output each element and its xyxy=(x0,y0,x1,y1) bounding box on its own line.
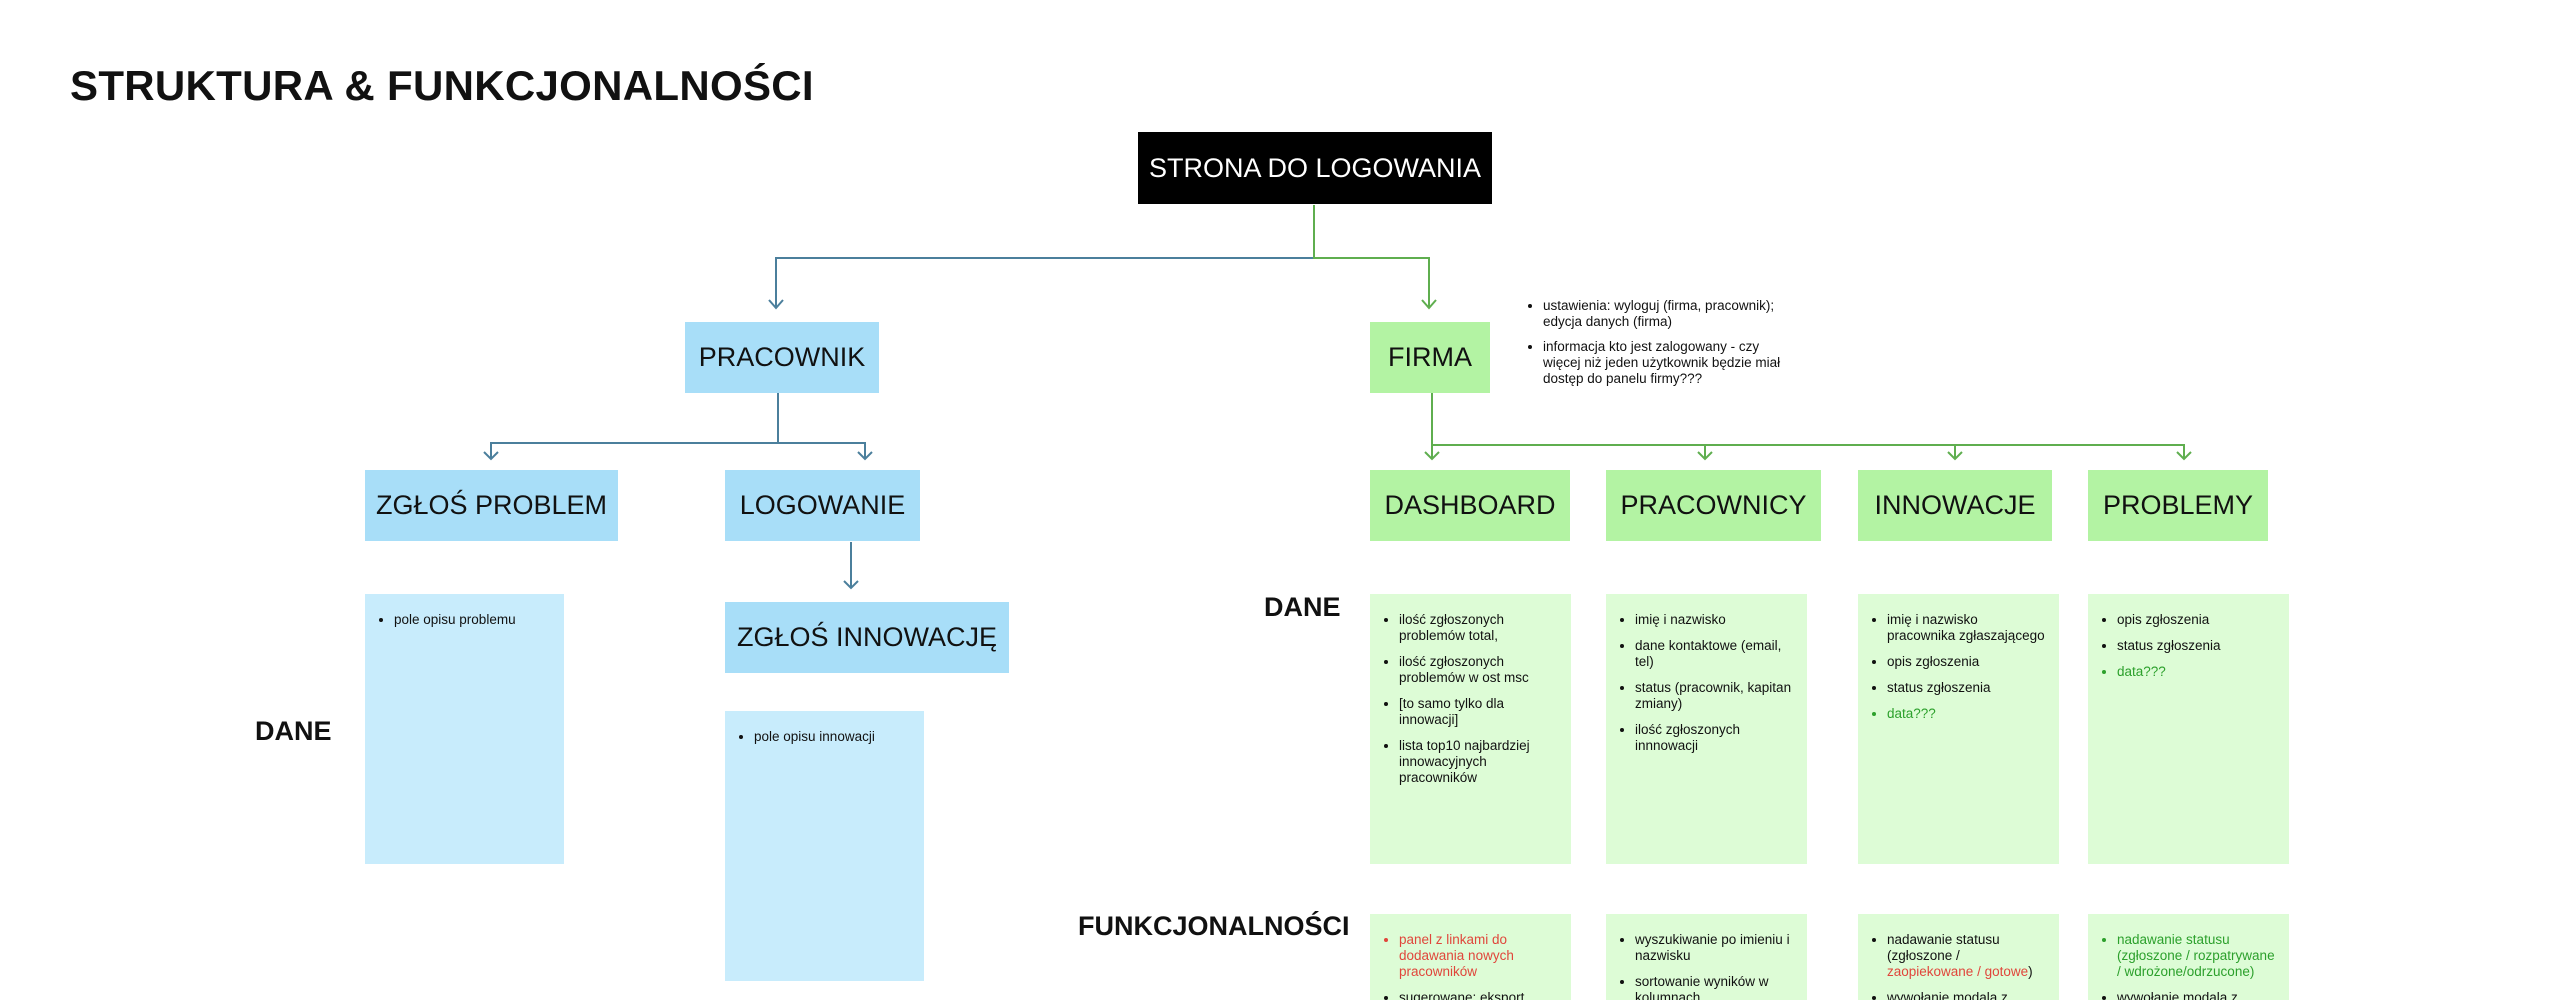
note-settings: ustawienia: wyloguj (firma, pracownik); … xyxy=(1543,298,1798,330)
company-notes: ustawienia: wyloguj (firma, pracownik); … xyxy=(1528,298,1798,396)
arrowhead-report-innovation xyxy=(843,580,859,590)
arrowhead-login xyxy=(857,451,873,461)
list-item: ilość zgłoszonych innnowacji xyxy=(1635,722,1793,754)
link-root-worker xyxy=(775,205,1315,308)
list-item: nadawanie statusu (zgłoszone / rozpatryw… xyxy=(2117,932,2275,980)
list-item: ilość zgłoszonych problemów total, xyxy=(1399,612,1557,644)
list-item: opis zgłoszenia xyxy=(2117,612,2275,628)
list-item: wywołanie modala z xyxy=(1887,990,2045,1000)
list-item: pole opisu problemu xyxy=(394,612,550,628)
note-logged-in-user: informacja kto jest zalogowany - czy wię… xyxy=(1543,339,1798,387)
card-report-problem-data: pole opisu problemu xyxy=(365,594,564,864)
list-item: nadawanie statusu (zgłoszone / zaopiekow… xyxy=(1887,932,2045,980)
list-item: status (pracownik, kapitan zmiany) xyxy=(1635,680,1793,712)
node-login: LOGOWANIE xyxy=(725,470,920,541)
list-item: imię i nazwisko xyxy=(1635,612,1793,628)
list-item: ilość zgłoszonych problemów w ost msc xyxy=(1399,654,1557,686)
node-innovations: INNOWACJE xyxy=(1858,470,2052,541)
list-item: pole opisu innowacji xyxy=(754,729,910,745)
list-item: panel z linkami do dodawania nowych prac… xyxy=(1399,932,1557,980)
list-item: imię i nazwisko pracownika zgłaszającego xyxy=(1887,612,2045,644)
arrowhead-dashboard xyxy=(1424,451,1440,461)
arrowhead-problems xyxy=(2176,451,2192,461)
node-worker: PRACOWNIK xyxy=(685,322,879,393)
label-data-company: DANE xyxy=(1264,592,1341,622)
card-employees-data: imię i nazwisko dane kontaktowe (email, … xyxy=(1606,594,1807,864)
list-item: status zgłoszenia xyxy=(2117,638,2275,654)
arrowhead-company xyxy=(1421,299,1437,310)
list-item: [to samo tylko dla innowacji] xyxy=(1399,696,1557,728)
card-innovations-functions: nadawanie statusu (zgłoszone / zaopiekow… xyxy=(1858,914,2059,1000)
arrowhead-innovations xyxy=(1947,451,1963,461)
arrowhead-employees xyxy=(1697,451,1713,461)
node-report-problem: ZGŁOŚ PROBLEM xyxy=(365,470,618,541)
arrowhead-worker xyxy=(768,299,784,310)
card-report-innovation-data: pole opisu innowacji xyxy=(725,711,924,981)
card-employees-functions: wyszukiwanie po imieniu i nazwisku sorto… xyxy=(1606,914,1807,1000)
page-title: STRUKTURA & FUNKCJONALNOŚCI xyxy=(70,62,814,109)
status-suffix: ) xyxy=(2028,964,2033,979)
status-highlight: zaopiekowane / gotowe xyxy=(1887,964,2029,979)
list-item: wywołanie modala z xyxy=(2117,990,2275,1000)
list-item: lista top10 najbardziej innowacyjnych pr… xyxy=(1399,738,1557,786)
link-company-children xyxy=(1431,393,2185,459)
node-company: FIRMA xyxy=(1370,322,1490,393)
label-functions: FUNKCJONALNOŚCI xyxy=(1078,911,1350,941)
link-root-company xyxy=(1313,205,1430,308)
label-data-worker: DANE xyxy=(255,716,332,746)
node-problems: PROBLEMY xyxy=(2088,470,2268,541)
status-text: nadawanie statusu (zgłoszone / xyxy=(1887,932,2000,963)
list-item: wyszukiwanie po imieniu i nazwisku xyxy=(1635,932,1793,964)
arrowhead-report-problem xyxy=(483,451,499,461)
list-item: status zgłoszenia xyxy=(1887,680,2045,696)
list-item: opis zgłoszenia xyxy=(1887,654,2045,670)
card-dashboard-functions: panel z linkami do dodawania nowych prac… xyxy=(1370,914,1571,1000)
node-dashboard: DASHBOARD xyxy=(1370,470,1570,541)
list-item: dane kontaktowe (email, tel) xyxy=(1635,638,1793,670)
card-dashboard-data: ilość zgłoszonych problemów total, ilość… xyxy=(1370,594,1571,864)
node-report-innovation: ZGŁOŚ INNOWACJĘ xyxy=(725,602,1009,673)
node-login-page: STRONA DO LOGOWANIA xyxy=(1138,132,1492,204)
list-item: sugerowane: eksport xyxy=(1399,990,1557,1000)
list-item: sortowanie wyników w kolumnach xyxy=(1635,974,1793,1000)
list-item: data??? xyxy=(2117,664,2275,680)
node-employees: PRACOWNICY xyxy=(1606,470,1821,541)
card-problems-functions: nadawanie statusu (zgłoszone / rozpatryw… xyxy=(2088,914,2289,1000)
card-innovations-data: imię i nazwisko pracownika zgłaszającego… xyxy=(1858,594,2059,864)
card-problems-data: opis zgłoszenia status zgłoszenia data??… xyxy=(2088,594,2289,864)
link-worker-children xyxy=(490,393,866,459)
list-item: data??? xyxy=(1887,706,2045,722)
